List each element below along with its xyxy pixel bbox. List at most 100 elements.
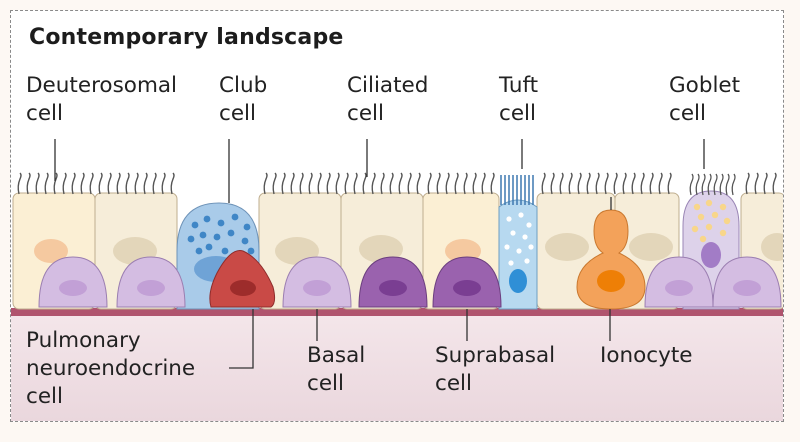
cilium <box>568 172 573 195</box>
ciliated-nucleus <box>359 235 403 263</box>
ciliated-nucleus <box>545 233 589 261</box>
cilium <box>407 172 412 195</box>
club-granule <box>187 235 195 243</box>
basement-membrane <box>11 308 783 316</box>
epithelium-illustration <box>12 139 783 369</box>
cilium <box>559 172 564 195</box>
cilium <box>170 172 175 195</box>
club-granule <box>205 243 213 251</box>
cilium <box>89 172 94 195</box>
cilium <box>416 172 421 195</box>
tuft-nucleus <box>509 269 527 293</box>
label-ciliated-cell: Ciliated cell <box>347 73 429 126</box>
basement-tissue <box>11 314 783 421</box>
cilium <box>550 172 555 195</box>
tuft-granule <box>526 222 532 228</box>
cilium <box>481 172 486 195</box>
goblet-microvillus <box>725 173 730 196</box>
basal-cell <box>644 256 714 308</box>
basal-cell <box>282 256 352 308</box>
cilium <box>116 172 121 195</box>
label-deuterosomal-cell: Deuterosomal cell <box>26 73 178 126</box>
label-tuft-cell: Tuft cell <box>499 73 539 126</box>
club-granule <box>213 233 221 241</box>
tuft-granule <box>528 244 534 250</box>
goblet-microvillus <box>695 173 700 196</box>
cilium <box>35 172 40 195</box>
club-granule <box>199 231 207 239</box>
cilium <box>326 172 331 195</box>
cilium <box>161 172 166 195</box>
cilium <box>427 172 432 195</box>
deuterosomal-nucleus <box>34 239 68 263</box>
cilium <box>640 172 645 195</box>
tuft-granule <box>518 212 524 218</box>
cilium <box>667 172 672 195</box>
cilium <box>344 172 349 195</box>
cilium <box>604 172 609 195</box>
suprabasal-cell <box>432 256 502 308</box>
cilium <box>772 172 777 195</box>
basal-cell <box>712 256 782 308</box>
cilium <box>436 172 441 195</box>
goblet-microvillus <box>713 173 718 196</box>
cilium <box>308 172 313 195</box>
cilium <box>80 172 85 195</box>
cilium <box>362 172 367 195</box>
tuft-granules <box>504 212 534 266</box>
cilium <box>290 172 295 195</box>
label-club-cell: Club cell <box>219 73 268 126</box>
goblet-granule <box>697 213 705 221</box>
club-granule <box>191 221 199 229</box>
goblet-microvillus <box>701 173 706 196</box>
diagram-frame: Contemporary landscape Deuterosomal cell… <box>10 10 784 422</box>
cilium <box>454 172 459 195</box>
cilium <box>281 172 286 195</box>
goblet-microvillus <box>707 173 712 196</box>
club-granule <box>227 229 235 237</box>
cilium <box>613 172 618 195</box>
label-pulmonary-neuroendocrine-cell: Pulmonary neuroendocrine cell <box>26 328 196 409</box>
tuft-granule <box>516 248 522 254</box>
cilium <box>26 172 31 195</box>
suprabasal-cell <box>358 256 428 308</box>
tuft-granule <box>508 260 514 266</box>
cilium <box>335 172 340 195</box>
goblet-granule <box>705 223 713 231</box>
cilium <box>152 172 157 195</box>
cilium <box>445 172 450 195</box>
cilium <box>44 172 49 195</box>
diagram-title: Contemporary landscape <box>29 25 344 50</box>
cilium <box>317 172 322 195</box>
ciliated-nucleus <box>629 233 673 261</box>
club-granule <box>241 237 249 245</box>
cilium <box>389 172 394 195</box>
cilium <box>649 172 654 195</box>
club-granule <box>231 213 239 221</box>
label-goblet-cell: Goblet cell <box>669 73 741 126</box>
ciliated-nucleus <box>761 233 783 261</box>
cilium <box>472 172 477 195</box>
basal-cell <box>38 256 108 308</box>
goblet-granule <box>723 217 731 225</box>
goblet-granule <box>719 229 727 237</box>
club-granule <box>243 223 251 231</box>
cilium <box>586 172 591 195</box>
cilium <box>53 172 58 195</box>
goblet-mucus-granules <box>691 199 731 243</box>
cilium <box>380 172 385 195</box>
club-granule <box>203 215 211 223</box>
label-ionocyte: Ionocyte <box>600 343 693 368</box>
goblet-nucleus <box>701 242 721 268</box>
goblet-microvilli <box>689 173 736 196</box>
goblet-microvillus <box>731 173 736 196</box>
cilia <box>17 172 777 195</box>
club-granule <box>195 247 203 255</box>
tuft-granule <box>524 258 530 264</box>
cilium <box>398 172 403 195</box>
goblet-granule <box>719 203 727 211</box>
cilium <box>658 172 663 195</box>
goblet-granule <box>705 199 713 207</box>
cilium <box>263 172 268 195</box>
cilium <box>541 172 546 195</box>
